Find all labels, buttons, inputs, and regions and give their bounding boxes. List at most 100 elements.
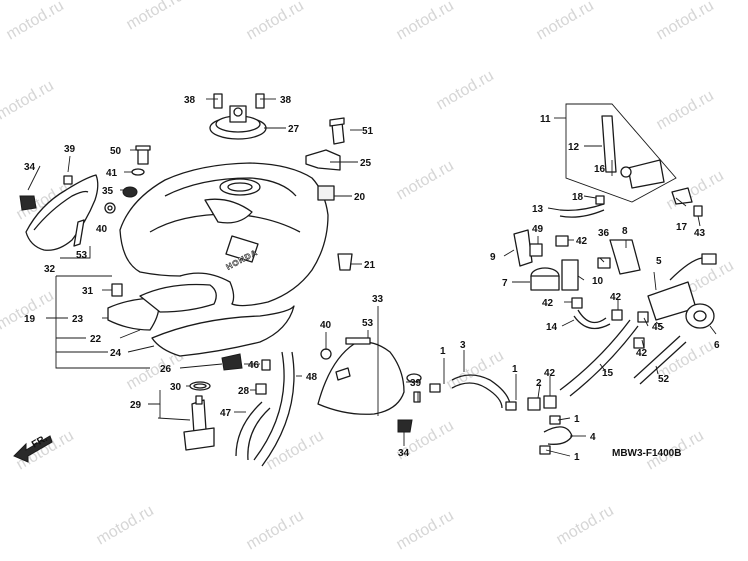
callout-10: 10 [592, 276, 604, 287]
watermark-text: motod.ru [444, 347, 507, 393]
callout-labels: 38 38 27 51 25 20 21 50 41 35 40 39 34 5… [24, 95, 720, 463]
left-side-cover [25, 174, 99, 251]
fitting-42a [555, 235, 569, 247]
callout-34: 34 [398, 448, 410, 459]
cushion-20 [317, 185, 335, 201]
callout-25: 25 [360, 158, 372, 169]
callout-39: 39 [64, 144, 76, 155]
callout-2: 2 [536, 378, 542, 389]
hose-4 [543, 426, 573, 445]
callout-33: 33 [372, 294, 384, 305]
cap-bolt-left [213, 93, 223, 109]
cap-bolt-right [255, 93, 265, 109]
fuel-filler-cap [209, 105, 267, 140]
callout-52: 52 [658, 374, 670, 385]
watermark-text: motod.ru [654, 0, 717, 43]
strainer-12 [601, 115, 617, 173]
callout-36: 36 [598, 228, 610, 239]
callout-53: 53 [362, 318, 374, 329]
regulator-7 [530, 267, 560, 291]
clip-1d [539, 445, 551, 455]
hose-3 [451, 374, 511, 409]
clip [63, 175, 73, 185]
rubber-grommet [19, 195, 37, 211]
callout-51: 51 [362, 126, 374, 137]
bolt-40-left [104, 202, 116, 214]
tank-bracket [305, 149, 341, 171]
seal-26 [221, 353, 243, 371]
callout-1: 1 [512, 364, 518, 375]
bolt-43 [693, 205, 703, 217]
hose-52 [633, 335, 687, 385]
callout-13: 13 [532, 204, 544, 215]
clip-1 [429, 383, 441, 393]
joint-45 [637, 311, 649, 323]
watermark-text: motod.ru [94, 502, 157, 548]
watermark-text: motod.ru [4, 0, 67, 43]
hose-48 [253, 351, 295, 467]
clip-49 [529, 243, 543, 257]
washer-41 [131, 168, 145, 176]
callout-11: 11 [540, 114, 551, 125]
watermark-text: motod.ru [654, 87, 717, 133]
callout-1: 1 [574, 452, 580, 463]
collar-21 [337, 253, 353, 271]
callout-19: 19 [24, 314, 36, 325]
callout-26: 26 [160, 364, 172, 375]
callout-8: 8 [622, 226, 628, 237]
clip-1b [505, 401, 517, 411]
callout-18: 18 [572, 192, 584, 203]
callout-24: 24 [110, 348, 122, 359]
callout-4: 4 [590, 432, 596, 443]
callout-48: 48 [306, 372, 318, 383]
bolt-31 [111, 283, 123, 297]
clip-1c [549, 415, 561, 425]
filter-10 [561, 259, 579, 291]
watermark-text: motod.ru [394, 0, 457, 43]
callout-31: 31 [82, 286, 94, 297]
callout-34: 34 [24, 162, 36, 173]
watermark-text: motod.ru [394, 157, 457, 203]
heat-guard-23 [107, 297, 160, 331]
watermark-text: motod.ru [0, 287, 57, 333]
callout-21: 21 [364, 260, 376, 271]
bracket-9 [513, 229, 533, 267]
seal-53-right [345, 337, 371, 345]
callout-23: 23 [72, 314, 84, 325]
watermark-text: motod.ru [554, 502, 617, 548]
pump-assembly-bracket-outline [565, 103, 677, 203]
callout-42: 42 [544, 368, 556, 379]
callout-27: 27 [288, 124, 300, 135]
callout-30: 30 [170, 382, 182, 393]
callout-43: 43 [694, 228, 706, 239]
callout-15: 15 [602, 368, 614, 379]
drawing-code: MBW3-F1400B [612, 448, 681, 459]
callout-16: 16 [594, 164, 606, 175]
callout-42: 42 [576, 236, 588, 247]
fuel-cock [183, 395, 215, 451]
bolt-2 [413, 391, 421, 403]
callout-47: 47 [220, 408, 232, 419]
callout-46: 46 [248, 360, 260, 371]
callout-45: 45 [652, 322, 664, 333]
grommet-35 [122, 186, 138, 198]
callout-32: 32 [44, 264, 56, 275]
callout-42: 42 [636, 348, 648, 359]
callout-49: 49 [532, 224, 544, 235]
callout-40: 40 [320, 320, 332, 331]
callout-6: 6 [714, 340, 720, 351]
right-side-cover [317, 341, 405, 415]
hose-47 [235, 401, 271, 461]
callout-1: 1 [574, 414, 580, 425]
watermark-layer: motod.ru motod.ru motod.ru motod.ru moto… [0, 0, 737, 553]
callout-28: 28 [238, 386, 250, 397]
mat-22 [139, 283, 217, 313]
watermark-text: motod.ru [434, 67, 497, 113]
watermark-text: motod.ru [244, 0, 307, 43]
watermark-text: motod.ru [244, 507, 307, 553]
hose-15 [559, 319, 639, 397]
o-ring-30 [189, 381, 211, 391]
fuel-tank [119, 162, 329, 307]
callout-53: 53 [76, 250, 88, 261]
